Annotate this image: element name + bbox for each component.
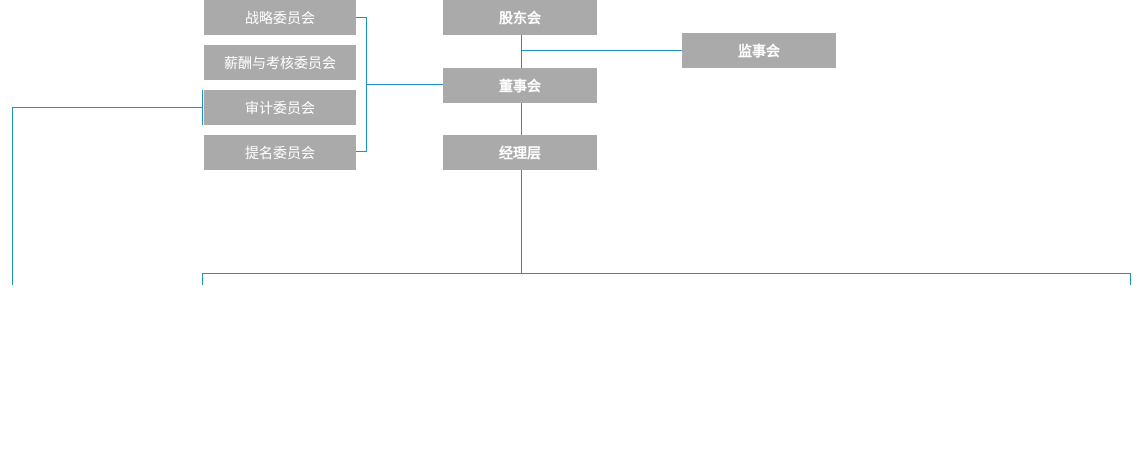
connector-nomination-tick <box>356 151 367 152</box>
node-shareholders: 股东会 <box>443 0 597 35</box>
connector-committees-board <box>366 84 443 85</box>
connector-audit-left <box>12 107 203 108</box>
node-board-of-directors: 董事会 <box>443 68 597 103</box>
connector-board-management <box>521 103 522 135</box>
node-audit-committee: 审计委员会 <box>204 90 356 125</box>
connector-audit-drop <box>12 107 13 285</box>
connector-management-bus <box>521 170 522 273</box>
node-nomination-committee: 提名委员会 <box>204 135 356 170</box>
connector-supervisory-board <box>521 50 682 51</box>
connector-bottom-bus <box>202 273 1131 274</box>
node-supervisory-board: 监事会 <box>682 33 836 68</box>
connector-strategy-tick <box>356 17 367 18</box>
connector-shareholders-board <box>521 35 522 68</box>
node-strategy-committee: 战略委员会 <box>204 0 356 35</box>
connector-bus-right-drop <box>1130 273 1131 285</box>
node-compensation-committee: 薪酬与考核委员会 <box>204 45 356 80</box>
node-management: 经理层 <box>443 135 597 170</box>
connector-bus-left-drop <box>202 273 203 285</box>
